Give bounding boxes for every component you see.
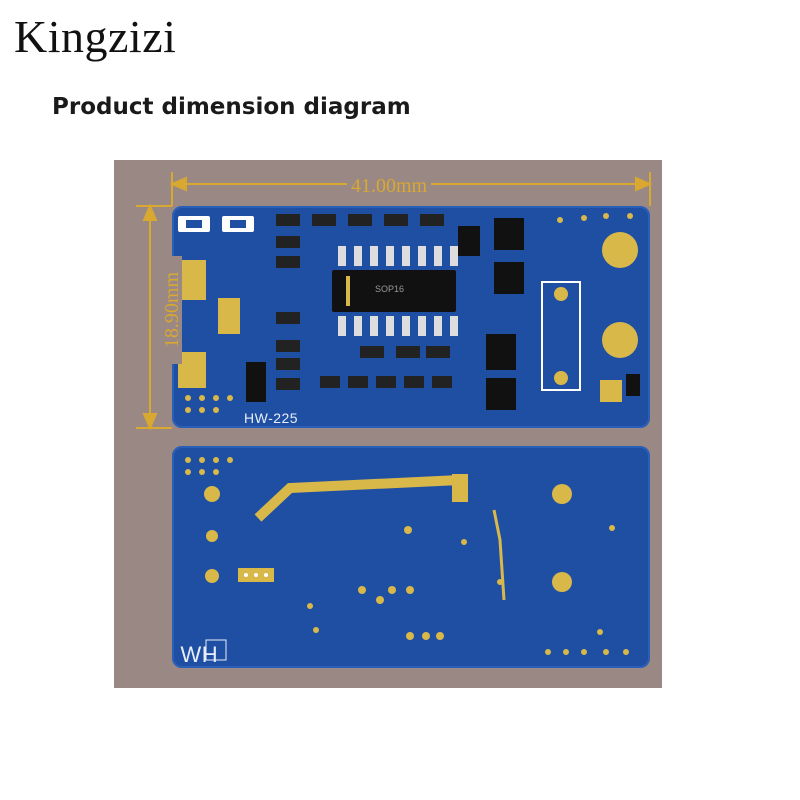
height-dimension-arrow (136, 203, 172, 431)
diagram-subtitle: Product dimension diagram (52, 94, 411, 120)
back-silkscreen-label: HW (180, 642, 218, 667)
bottom-board-components (185, 457, 629, 661)
board-model-label: HW-225 (244, 410, 299, 426)
top-board-components (178, 213, 640, 413)
width-dimension-label: 41.00mm (347, 176, 432, 196)
brand-title: Kingzizi (14, 11, 177, 62)
height-dimension-label: 18.90mm (161, 256, 183, 364)
chip-label: SOP16 (375, 284, 405, 294)
